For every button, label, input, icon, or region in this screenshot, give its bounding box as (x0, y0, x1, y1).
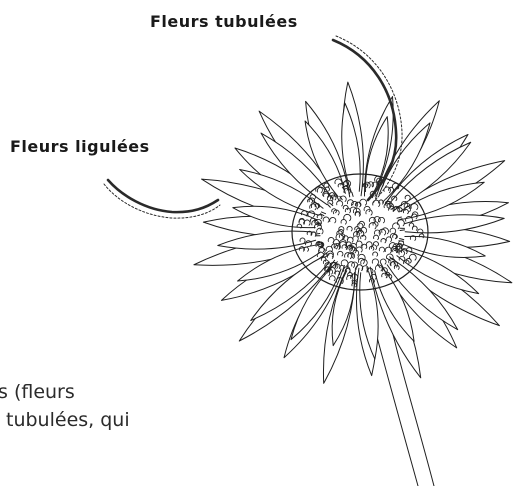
arrow-to-ray-flowers (108, 180, 218, 212)
disc-floret (372, 259, 378, 264)
disc-floret (364, 206, 370, 211)
disc-floret (366, 210, 372, 215)
disc-floret (337, 201, 343, 206)
disc-floret (362, 244, 367, 248)
ray-petals (194, 82, 512, 383)
disc-floret (341, 219, 346, 224)
disc-floret (379, 247, 384, 252)
body-text-line-1: s (fleurs (0, 381, 75, 403)
disc-floret (390, 228, 396, 233)
body-text-line-2: tubulées, qui (6, 409, 130, 431)
disc-floret (338, 251, 343, 256)
disc-floret (373, 252, 378, 256)
disc-floret (386, 237, 391, 242)
disc-floret (356, 247, 362, 252)
disc-floret (347, 226, 352, 231)
disc-floret (356, 241, 362, 246)
tubular-flowers-label: Fleurs tubulées (150, 12, 298, 31)
disc-floret (374, 235, 379, 239)
disc-floret (323, 217, 329, 222)
disc-floret (381, 239, 386, 243)
disc-floret (330, 217, 336, 222)
disc-floret (353, 236, 358, 241)
ray-flowers-label: Fleurs ligulées (10, 137, 150, 156)
arrow-to-ray-flowers-hatch (104, 184, 220, 218)
